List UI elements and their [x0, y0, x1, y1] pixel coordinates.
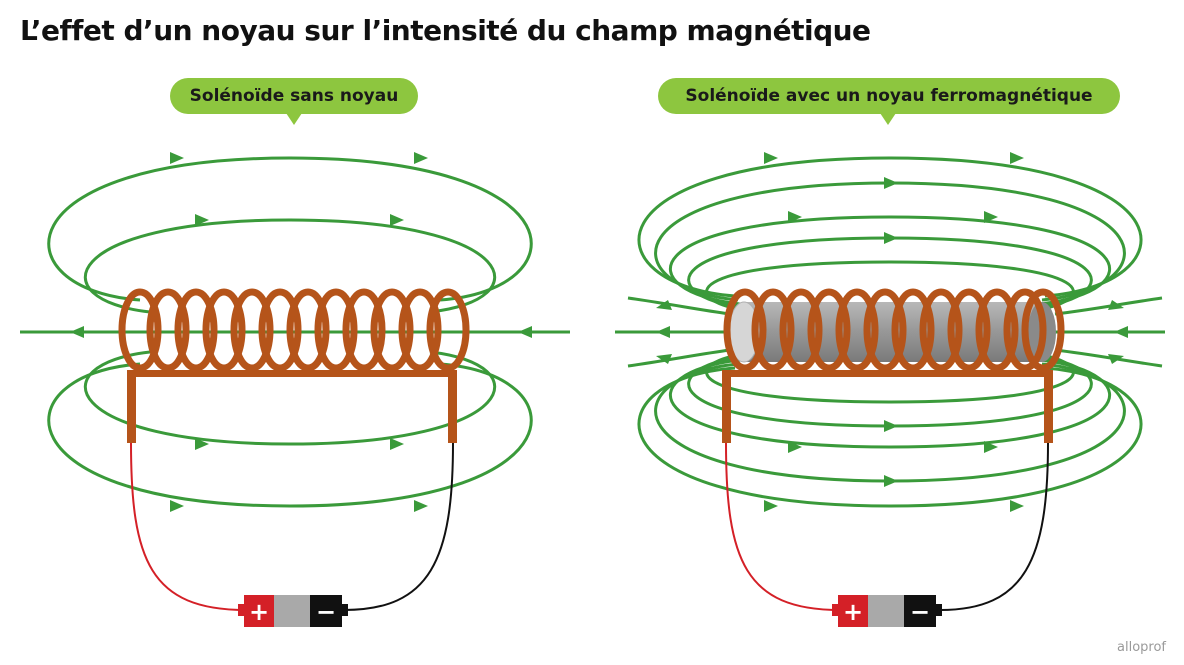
field-arrow — [518, 326, 532, 338]
wire-positive — [725, 442, 841, 611]
coil-turn — [919, 288, 963, 372]
callout-solenoid-with-core: Solénoïde avec un noyau ferromagnétique — [658, 78, 1120, 125]
coil-turn — [723, 288, 767, 372]
field-arrow — [1114, 326, 1128, 338]
battery-positive-sign: + — [843, 598, 863, 626]
field-arrow — [656, 300, 672, 310]
field-arrow — [984, 211, 998, 223]
coil-turn — [118, 288, 162, 372]
coil-turn — [1003, 288, 1047, 372]
field-arrow — [1010, 152, 1024, 164]
field-line — [637, 156, 1143, 298]
field-arrow — [1108, 354, 1124, 364]
coil-turn — [342, 288, 386, 372]
left-coil — [118, 288, 470, 372]
coil-lead-left — [722, 370, 731, 443]
coil-turn — [174, 288, 218, 372]
field-line — [47, 156, 533, 302]
coil-turn — [398, 288, 442, 372]
callout-label: Solénoïde sans noyau — [189, 86, 399, 106]
field-arrow — [884, 475, 898, 487]
field-arrow — [170, 152, 184, 164]
coil-turn — [146, 288, 190, 372]
field-arrow — [788, 441, 802, 453]
coil-turn — [947, 288, 991, 372]
coil-turn — [779, 288, 823, 372]
field-arrow — [788, 211, 802, 223]
coil-lead-left — [127, 370, 136, 443]
field-line — [1054, 296, 1163, 316]
field-arrow — [764, 152, 778, 164]
field-arrow — [70, 326, 84, 338]
right-field-lines — [615, 156, 1165, 508]
wire-negative — [939, 442, 1049, 611]
coil-turn — [370, 288, 414, 372]
field-arrow — [884, 232, 898, 244]
field-arrow — [390, 438, 404, 450]
callout-solenoid-without-core: Solénoïde sans noyau — [170, 78, 418, 125]
wire-negative — [343, 442, 454, 611]
battery-positive-sign: + — [249, 598, 269, 626]
field-line — [83, 350, 497, 446]
page-title: L’effet d’un noyau sur l’intensité du ch… — [20, 14, 871, 47]
coil-turn — [230, 288, 274, 372]
field-line — [1054, 348, 1163, 368]
coil-lead-right — [448, 370, 457, 443]
coil-turn — [835, 288, 879, 372]
coil-lead-top — [722, 370, 1053, 377]
field-arrow — [764, 500, 778, 512]
coil-turn — [891, 288, 935, 372]
right-coil — [723, 288, 1065, 372]
battery-negative-sign: − — [316, 598, 336, 626]
field-arrow — [656, 326, 670, 338]
brand-logo: alloprof — [1117, 640, 1166, 655]
battery-left: + − — [238, 595, 348, 627]
coil-turn — [286, 288, 330, 372]
field-line — [627, 348, 731, 368]
field-arrow — [1108, 300, 1124, 310]
coil-turn — [751, 288, 795, 372]
field-line — [705, 260, 1075, 312]
callout-label: Solénoïde avec un noyau ferromagnétique — [685, 86, 1093, 106]
field-arrow — [414, 152, 428, 164]
field-arrow — [656, 354, 672, 364]
field-arrow — [414, 500, 428, 512]
field-line — [668, 358, 1112, 449]
right-panel: + − — [615, 152, 1165, 627]
field-arrow — [884, 420, 898, 432]
coil-turn — [314, 288, 358, 372]
field-arrow — [984, 441, 998, 453]
field-arrow — [884, 177, 898, 189]
field-arrow — [170, 500, 184, 512]
right-field-arrows — [656, 152, 1128, 512]
coil-turn — [1021, 288, 1065, 372]
field-line — [654, 181, 1126, 302]
field-arrow — [195, 214, 209, 226]
field-arrow — [1010, 500, 1024, 512]
wire-positive — [130, 442, 247, 611]
field-line — [637, 366, 1143, 508]
field-line — [668, 215, 1112, 306]
coil-turn — [863, 288, 907, 372]
field-line — [627, 296, 731, 316]
battery-right: + − — [832, 595, 942, 627]
left-field-arrows — [70, 152, 532, 512]
battery-negative-sign: − — [910, 598, 930, 626]
field-line — [47, 362, 533, 508]
coil-turn — [807, 288, 851, 372]
coil-lead-right — [1044, 370, 1053, 443]
field-arrow — [390, 214, 404, 226]
field-arrow — [195, 438, 209, 450]
coil-turn — [202, 288, 246, 372]
coil-turn — [258, 288, 302, 372]
left-panel: + − — [20, 152, 570, 627]
coil-lead-top — [127, 370, 457, 377]
coil-turn — [975, 288, 1019, 372]
field-line — [83, 218, 497, 314]
coil-turn — [426, 288, 470, 372]
